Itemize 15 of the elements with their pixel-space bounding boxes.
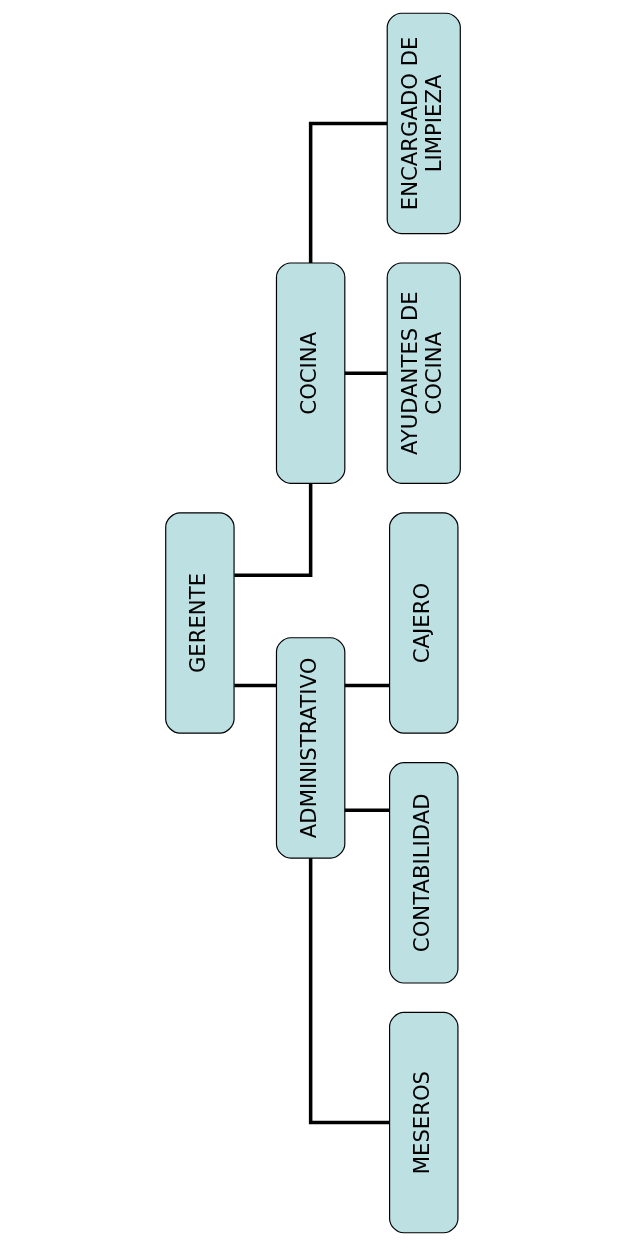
connector	[234, 683, 277, 688]
connector	[344, 808, 390, 813]
node-box: GERENTE	[165, 512, 235, 734]
node-box: ENCARGADO DE LIMPIEZA	[386, 12, 461, 235]
connector	[344, 683, 390, 688]
connector	[234, 483, 313, 578]
node-box: MESEROS	[389, 1011, 459, 1234]
connector	[308, 858, 390, 1125]
connector	[344, 371, 387, 375]
connector	[308, 121, 388, 263]
node-box: CONTABILIDAD	[389, 762, 459, 984]
node-box: CAJERO	[389, 512, 459, 734]
node-box: AYUDANTES DE COCINA	[386, 262, 461, 484]
node-box: ADMINISTRATIVO	[275, 637, 346, 859]
node-box: COCINA	[275, 262, 346, 484]
